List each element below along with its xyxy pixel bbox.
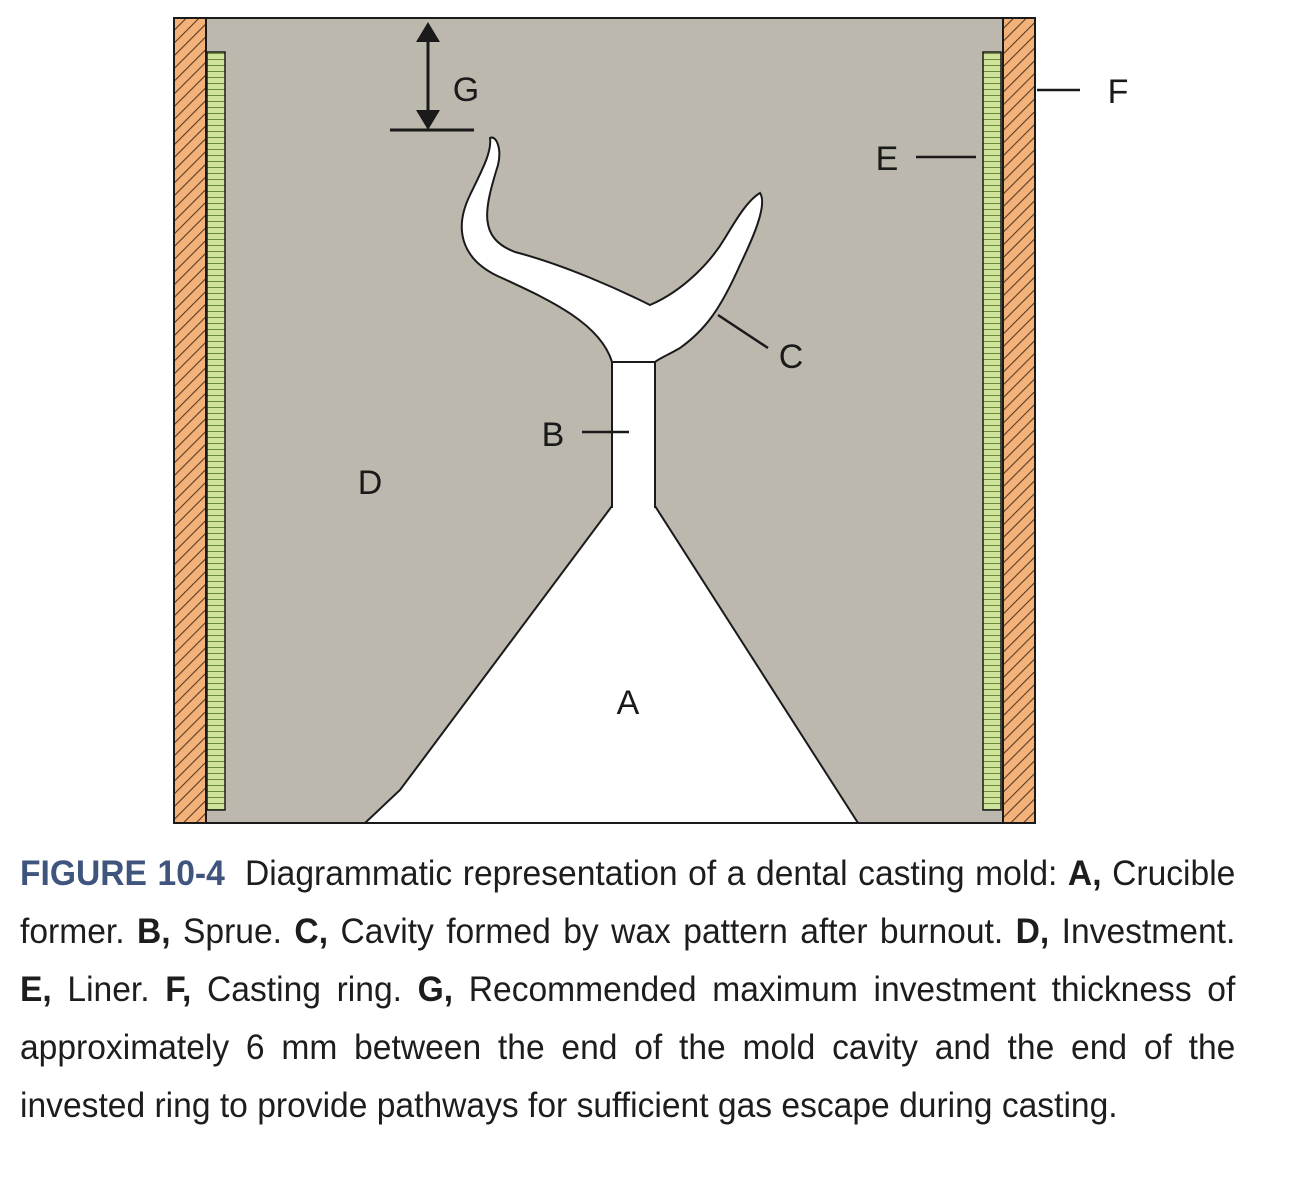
wax-pattern-cavity — [460, 136, 764, 363]
g-dimension-arrow — [390, 22, 474, 132]
label-b: B — [542, 416, 565, 454]
liner-left — [206, 51, 226, 811]
caption-text-b: Sprue. — [183, 912, 283, 951]
caption-key-a: A, — [1067, 854, 1102, 893]
caption-key-b: B, — [136, 912, 171, 951]
casting-ring-left — [173, 17, 207, 824]
caption-text-d: Investment. — [1061, 912, 1236, 951]
label-g: G — [453, 71, 479, 109]
caption-text-a: Crucible former. — [20, 854, 1236, 951]
caption-intro: Diagrammatic representation of a dental … — [244, 854, 1058, 893]
label-c: C — [779, 338, 804, 376]
caption-key-e: E, — [20, 970, 52, 1009]
caption-text-f: Casting ring. — [207, 970, 402, 1009]
caption-key-c: C, — [294, 912, 329, 951]
liner-right — [982, 51, 1002, 811]
figure-number: FIGURE 10-4 — [20, 854, 225, 893]
caption-text-e: Liner. — [67, 970, 150, 1009]
caption-key-g: G, — [417, 970, 454, 1009]
caption-key-d: D, — [1015, 912, 1050, 951]
label-e: E — [876, 140, 899, 178]
sprue — [611, 359, 656, 508]
caption-text-c: Cavity formed by wax pattern after burno… — [340, 912, 1004, 951]
caption-key-f: F, — [165, 970, 192, 1009]
casting-mold-diagram: A B C D E F G — [173, 17, 1129, 824]
caption-text-g: Recommended maximum investment thickness… — [20, 970, 1236, 1125]
label-f: F — [1108, 73, 1129, 111]
label-a: A — [617, 684, 640, 722]
casting-ring-right — [1002, 17, 1036, 824]
leader-c — [717, 313, 769, 350]
label-d: D — [358, 464, 383, 502]
figure-caption: FIGURE 10-4 Diagrammatic representation … — [20, 845, 1235, 1135]
